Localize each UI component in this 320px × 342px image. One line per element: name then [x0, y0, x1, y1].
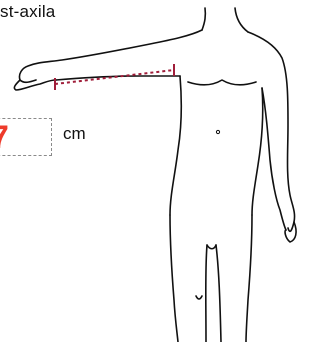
right-leg-inner — [216, 245, 221, 342]
neck-left-line — [202, 8, 205, 30]
measurement-unit: cm — [63, 124, 86, 144]
right-leg-outer — [246, 215, 252, 342]
torso-right-side — [252, 88, 263, 215]
crotch-line — [207, 245, 216, 249]
torso-left-side — [170, 76, 181, 215]
raised-arm-lower-edge — [56, 76, 180, 80]
right-shoulder-arm-outer — [248, 32, 295, 231]
neck-right-line — [235, 8, 248, 32]
navel-mark — [216, 130, 219, 133]
left-leg-inner — [206, 245, 207, 342]
knee-left — [196, 296, 202, 299]
left-leg-outer — [170, 215, 178, 342]
measurement-value-box[interactable]: 7 — [0, 118, 52, 156]
chest-line — [188, 80, 256, 85]
measurement-value: 7 — [0, 117, 9, 157]
right-arm-inner — [262, 88, 286, 230]
